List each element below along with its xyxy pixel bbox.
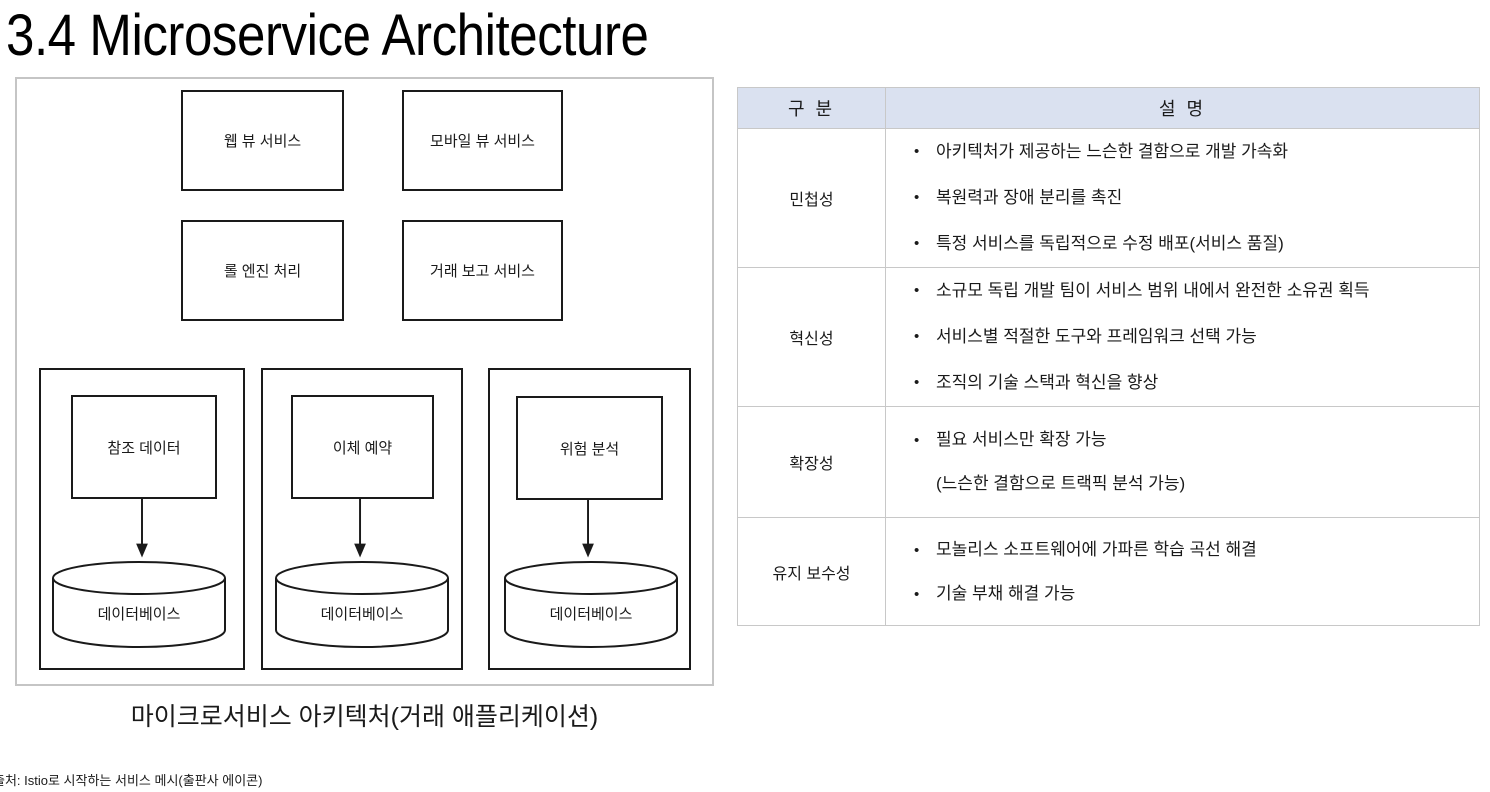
cylinder-shape-icon [504, 561, 678, 648]
table-header-category: 구 분 [737, 87, 886, 129]
bullet-item: 복원력과 장애 분리를 촉진 [908, 175, 1479, 221]
database-label: 데이터베이스 [549, 606, 633, 623]
service-box-rule-engine: 롤 엔진 처리 [181, 220, 344, 321]
table-cell-category: 혁신성 [737, 267, 886, 407]
table-cell-description: 필요 서비스만 확장 가능 (느슨한 결함으로 트랙픽 분석 가능) [885, 406, 1480, 518]
table-cell-description: 모놀리스 소프트웨어에 가파른 학습 곡선 해결 기술 부채 해결 가능 [885, 517, 1480, 626]
database-cylinder: 데이터베이스 [503, 560, 679, 648]
service-box-label: 모바일 뷰 서비스 [430, 133, 535, 150]
database-label: 데이터베이스 [97, 606, 181, 623]
table-header-description: 설 명 [885, 87, 1480, 129]
bullet-item: 조직의 기술 스택과 혁신을 향상 [908, 360, 1479, 406]
table-cell-category: 확장성 [737, 406, 886, 518]
bullet-list: 아키텍처가 제공하는 느슨한 결함으로 개발 가속화 복원력과 장애 분리를 촉… [908, 129, 1479, 267]
benefits-table: 구 분 설 명 민첩성 아키텍처가 제공하는 느슨한 결함으로 개발 가속화 복… [737, 87, 1480, 626]
service-box-label: 롤 엔진 처리 [223, 263, 302, 280]
service-box-trade-report: 거래 보고 서비스 [402, 220, 563, 321]
bullet-list: 소규모 독립 개발 팀이 서비스 범위 내에서 완전한 소유권 획득 서비스별 … [908, 268, 1479, 406]
table-row: 민첩성 아키텍처가 제공하는 느슨한 결함으로 개발 가속화 복원력과 장애 분… [737, 128, 1480, 268]
table-header: 구 분 설 명 [737, 87, 1480, 129]
database-cylinder: 데이터베이스 [274, 560, 450, 648]
table-row: 유지 보수성 모놀리스 소프트웨어에 가파른 학습 곡선 해결 기술 부채 해결… [737, 517, 1480, 626]
bullet-item: 서비스별 적절한 도구와 프레임워크 선택 가능 [908, 314, 1479, 360]
diagram-caption: 마이크로서비스 아키텍처(거래 애플리케이션) [130, 703, 599, 731]
database-label: 데이터베이스 [320, 606, 404, 623]
table-row: 혁신성 소규모 독립 개발 팀이 서비스 범위 내에서 완전한 소유권 획득 서… [737, 267, 1480, 407]
group-service-box: 이체 예약 [291, 395, 434, 499]
source-note: 출처: Istio로 시작하는 서비스 메시(출판사 에이콘) [0, 773, 263, 788]
group-service-label: 이체 예약 [332, 439, 393, 457]
bullet-item: 아키텍처가 제공하는 느슨한 결함으로 개발 가속화 [908, 129, 1479, 175]
table-cell-category: 유지 보수성 [737, 517, 886, 626]
table-cell-description: 소규모 독립 개발 팀이 서비스 범위 내에서 완전한 소유권 획득 서비스별 … [885, 267, 1480, 407]
cylinder-shape-icon [275, 561, 449, 648]
service-group-reference-data: 참조 데이터 데이터베이스 [39, 368, 245, 670]
service-group-risk-analysis: 위험 분석 데이터베이스 [488, 368, 691, 670]
bullet-item: 기술 부채 해결 가능 [908, 572, 1479, 618]
group-service-label: 참조 데이터 [107, 439, 181, 457]
bullet-list: 필요 서비스만 확장 가능 (느슨한 결함으로 트랙픽 분석 가능) [908, 418, 1479, 506]
table-row: 확장성 필요 서비스만 확장 가능 (느슨한 결함으로 트랙픽 분석 가능) [737, 406, 1480, 518]
bullet-item: 특정 서비스를 독립적으로 수정 배포(서비스 품질) [908, 221, 1479, 267]
table-cell-category: 민첩성 [737, 128, 886, 268]
page-title: 3.4 Microservice Architecture [6, 3, 649, 68]
service-box-mobile-view: 모바일 뷰 서비스 [402, 90, 563, 191]
table-header-row: 구 분 설 명 [737, 87, 1480, 129]
database-cylinder: 데이터베이스 [51, 560, 227, 648]
service-box-label: 거래 보고 서비스 [430, 263, 535, 280]
table-body: 민첩성 아키텍처가 제공하는 느슨한 결함으로 개발 가속화 복원력과 장애 분… [737, 128, 1480, 626]
bullet-item: 모놀리스 소프트웨어에 가파른 학습 곡선 해결 [908, 528, 1479, 574]
architecture-diagram-panel: 웹 뷰 서비스 모바일 뷰 서비스 롤 엔진 처리 거래 보고 서비스 참조 데… [15, 77, 714, 686]
service-group-transfer-booking: 이체 예약 데이터베이스 [261, 368, 463, 670]
bullet-item-continuation: (느슨한 결함으로 트랙픽 분석 가능) [936, 474, 1186, 493]
service-box-label: 웹 뷰 서비스 [223, 133, 302, 150]
service-box-web-view: 웹 뷰 서비스 [181, 90, 344, 191]
cylinder-shape-icon [52, 561, 226, 648]
group-service-box: 참조 데이터 [71, 395, 217, 499]
bullet-list: 모놀리스 소프트웨어에 가파른 학습 곡선 해결 기술 부채 해결 가능 [908, 528, 1479, 618]
group-service-box: 위험 분석 [516, 396, 663, 500]
bullet-item: 소규모 독립 개발 팀이 서비스 범위 내에서 완전한 소유권 획득 [908, 268, 1479, 314]
group-service-label: 위험 분석 [559, 440, 620, 458]
table-cell-description: 아키텍처가 제공하는 느슨한 결함으로 개발 가속화 복원력과 장애 분리를 촉… [885, 128, 1480, 268]
bullet-item: 필요 서비스만 확장 가능 [908, 418, 1479, 464]
